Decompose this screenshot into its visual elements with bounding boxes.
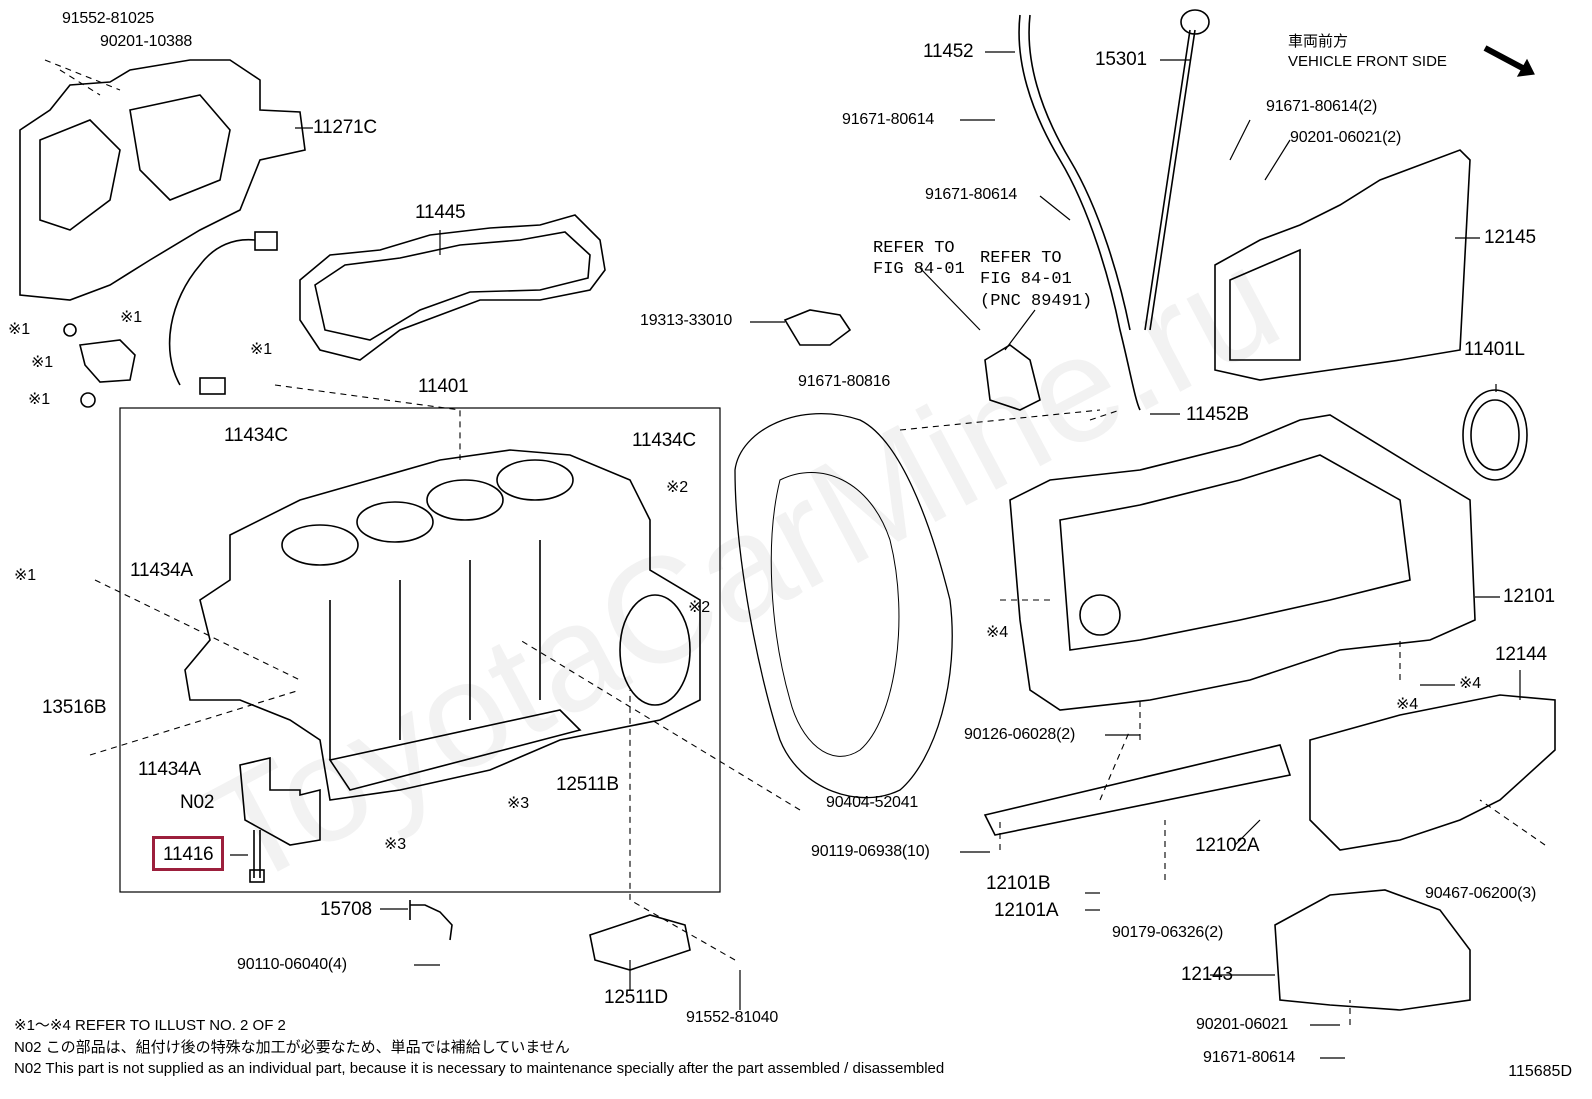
part-label[interactable]: 91671-80614(2) <box>1266 98 1378 115</box>
part-label[interactable]: 19313-33010 <box>640 312 733 329</box>
part-label[interactable]: 90110-06040(4) <box>237 956 347 973</box>
baffle-12145 <box>1214 149 1471 381</box>
part-label[interactable]: ※1 <box>120 309 142 326</box>
part-label[interactable]: 11271C <box>313 117 377 138</box>
part-label[interactable]: ※4 <box>1459 675 1481 692</box>
part-label[interactable]: N02 <box>180 792 215 813</box>
oil-seal-11401l <box>1462 389 1528 481</box>
part-label[interactable]: 12144 <box>1495 644 1547 665</box>
part-label[interactable]: 91671-80614 <box>1203 1049 1296 1066</box>
note-line-2: N02 この部品は、組付け後の特殊な加工が必要なため、単品では補給していません <box>14 1039 570 1056</box>
part-label[interactable]: 12145 <box>1484 227 1536 248</box>
part-label[interactable]: 90179-06326(2) <box>1112 924 1224 941</box>
part-label[interactable]: 12102A <box>1195 835 1260 856</box>
vehicle-front-en: VEHICLE FRONT SIDE <box>1288 53 1447 71</box>
part-label[interactable]: 90404-52041 <box>826 794 919 811</box>
part-label[interactable]: ※4 <box>1396 696 1418 713</box>
refer-a-line2: FIG 84-01 <box>873 260 965 280</box>
part-label[interactable]: 11401L <box>1464 339 1525 360</box>
part-label[interactable]: ※1 <box>14 567 36 584</box>
oil-pan-12101 <box>1009 414 1476 711</box>
cover-12143 <box>1274 889 1471 1011</box>
part-label-highlighted[interactable]: 11416 <box>152 836 225 871</box>
part-label[interactable]: 11452B <box>1186 404 1249 425</box>
part-label[interactable]: ※1 <box>8 321 30 338</box>
note-line-1: ※1～※4 REFER TO ILLUST NO. 2 OF 2 <box>14 1017 286 1034</box>
part-label[interactable]: 11452 <box>923 41 974 62</box>
dipstick-15301 <box>1144 29 1196 331</box>
part-label[interactable]: 12511B <box>556 774 619 795</box>
refer-b-line1: REFER TO <box>980 249 1062 268</box>
bearing-cap-n02 <box>239 756 321 846</box>
note-line-3: N02 This part is not supplied as an indi… <box>14 1060 945 1077</box>
part-label[interactable]: 90201-06021(2) <box>1290 129 1402 146</box>
vehicle-front-jp: 車両前方 <box>1288 33 1349 50</box>
part-label[interactable]: 91552-81025 <box>62 10 155 27</box>
part-label[interactable]: ※4 <box>986 624 1008 641</box>
bracket-12511d <box>589 914 691 971</box>
vehicle-front-label: 車両前方 VEHICLE FRONT SIDE <box>1288 32 1447 73</box>
part-label[interactable]: 12511D <box>604 987 668 1008</box>
part-label[interactable]: ※1 <box>28 391 50 408</box>
part-label[interactable]: ※1 <box>31 354 53 371</box>
part-label[interactable]: 90119-06938(10) <box>811 843 930 860</box>
part-label[interactable]: ※2 <box>666 479 688 496</box>
part-label[interactable]: 15708 <box>320 899 372 920</box>
bracket-12144 <box>1309 694 1556 851</box>
part-label[interactable]: 12101A <box>994 900 1059 921</box>
part-label[interactable]: 90467-06200(3) <box>1425 885 1537 902</box>
part-label[interactable]: 91671-80614 <box>842 111 935 128</box>
part-label[interactable]: 11434A <box>130 560 193 581</box>
refer-label-b[interactable]: REFER TO FIG 84-01 (PNC 89491) <box>980 248 1092 312</box>
part-label[interactable]: 91671-80816 <box>798 373 891 390</box>
part-label[interactable]: ※3 <box>384 836 406 853</box>
part-label[interactable]: 11401 <box>418 376 469 397</box>
refer-b-line3: (PNC 89491) <box>980 291 1093 311</box>
part-label[interactable]: 12143 <box>1181 964 1233 985</box>
part-label[interactable]: 11445 <box>415 202 466 223</box>
part-label[interactable]: ※1 <box>250 341 272 358</box>
refer-label-a[interactable]: REFER TO FIG 84-01 <box>873 238 965 281</box>
timing-cover-11271c <box>19 59 306 301</box>
refer-b-line2: FIG 84-01 <box>980 270 1072 290</box>
dipstick-tube-11452 <box>1018 14 1141 411</box>
part-label[interactable]: 91671-80614 <box>925 186 1018 203</box>
part-label[interactable]: 12101 <box>1503 586 1555 607</box>
part-label[interactable]: 11434C <box>224 425 288 446</box>
part-label[interactable]: ※2 <box>688 599 710 616</box>
gasket-11445 <box>299 214 606 361</box>
gasket-12102a <box>983 744 1292 836</box>
part-label[interactable]: 91552-81040 <box>686 1009 779 1026</box>
part-label[interactable]: 90201-06021 <box>1196 1016 1289 1033</box>
part-label[interactable]: 90201-10388 <box>100 33 193 50</box>
illustration-number: 115685D <box>1508 1063 1572 1080</box>
part-label[interactable]: 12101B <box>986 873 1051 894</box>
part-label[interactable]: 11434A <box>138 759 201 780</box>
part-label[interactable]: 15301 <box>1095 49 1147 70</box>
part-label[interactable]: 11434C <box>632 430 696 451</box>
part-label[interactable]: 90126-06028(2) <box>964 726 1076 743</box>
refer-a-line1: REFER TO <box>873 239 955 258</box>
part-label[interactable]: ※3 <box>507 795 529 812</box>
cylinder-block-11401 <box>184 449 701 801</box>
part-label[interactable]: 13516B <box>42 697 107 718</box>
